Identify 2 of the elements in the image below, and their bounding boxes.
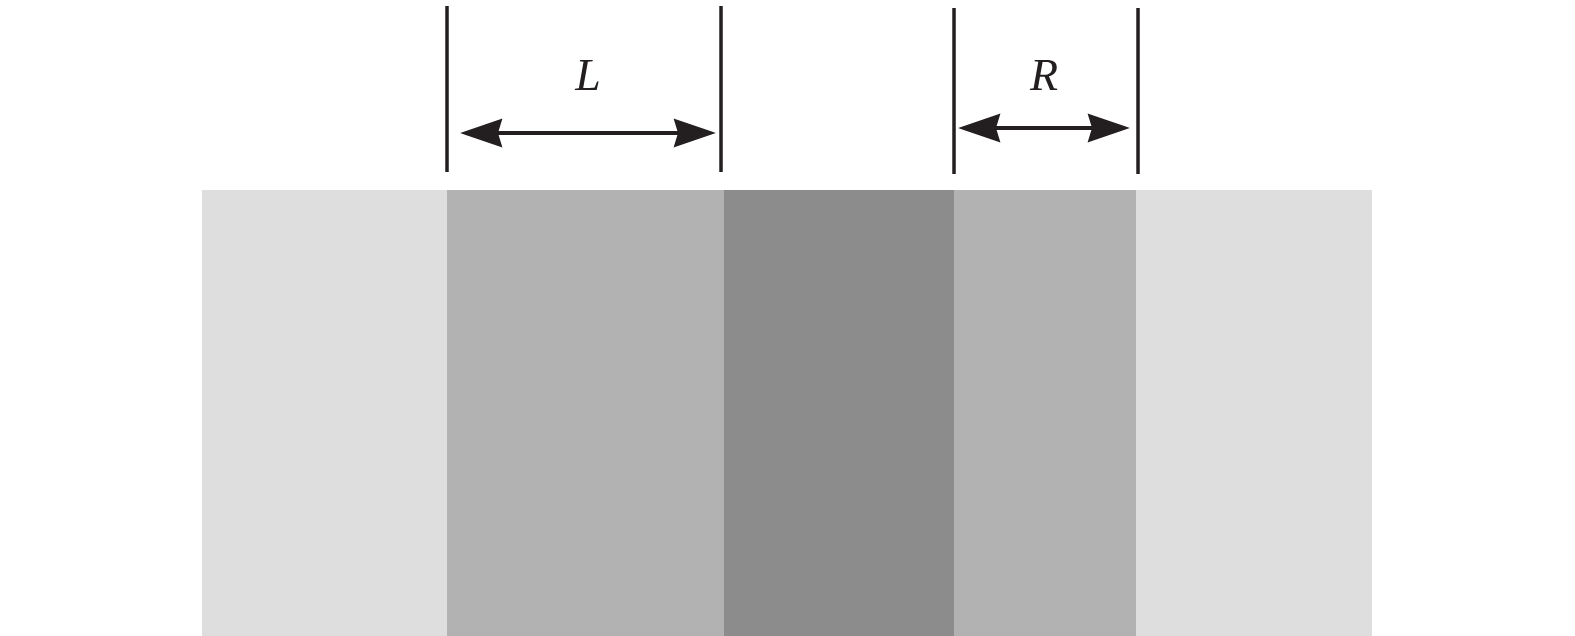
dimension-label: R (1029, 60, 1058, 90)
dimension-label: L (574, 60, 599, 90)
